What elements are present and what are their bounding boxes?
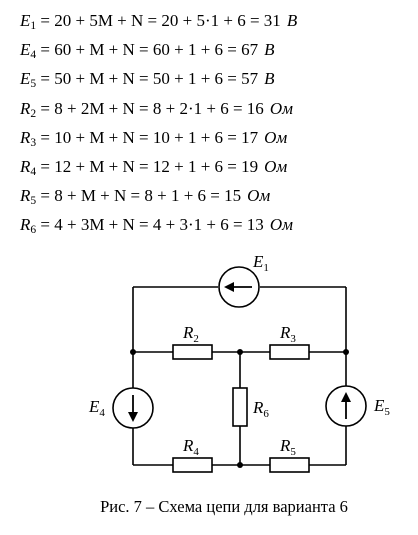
figure-caption: Рис. 7 – Схема цепи для варианта 6 xyxy=(100,497,348,516)
arrow-left-icon xyxy=(224,282,234,292)
resistor-r2 xyxy=(172,344,213,360)
label-e4: E4 xyxy=(88,397,105,419)
label-r3: R3 xyxy=(279,323,296,345)
resistor-r3 xyxy=(269,344,310,360)
resistor-r5 xyxy=(269,457,310,473)
label-e5: E5 xyxy=(373,396,390,418)
label-e1: E1 xyxy=(252,252,269,274)
source-e4 xyxy=(112,387,154,429)
circuit-wires xyxy=(132,286,347,466)
label-r5: R5 xyxy=(279,436,296,458)
source-e1 xyxy=(218,266,260,308)
resistor-r4 xyxy=(172,457,213,473)
resistor-r6 xyxy=(232,387,248,427)
junction-center-bottom xyxy=(237,462,243,468)
arrow-down-icon xyxy=(128,412,138,422)
source-e5 xyxy=(325,385,367,427)
label-r6: R6 xyxy=(252,398,269,420)
junction-left xyxy=(130,349,136,355)
label-r2: R2 xyxy=(182,323,199,345)
junction-center-top xyxy=(237,349,243,355)
label-r4: R4 xyxy=(182,436,199,458)
junction-right xyxy=(343,349,349,355)
junction-dots xyxy=(130,349,349,468)
arrow-up-icon xyxy=(341,392,351,402)
